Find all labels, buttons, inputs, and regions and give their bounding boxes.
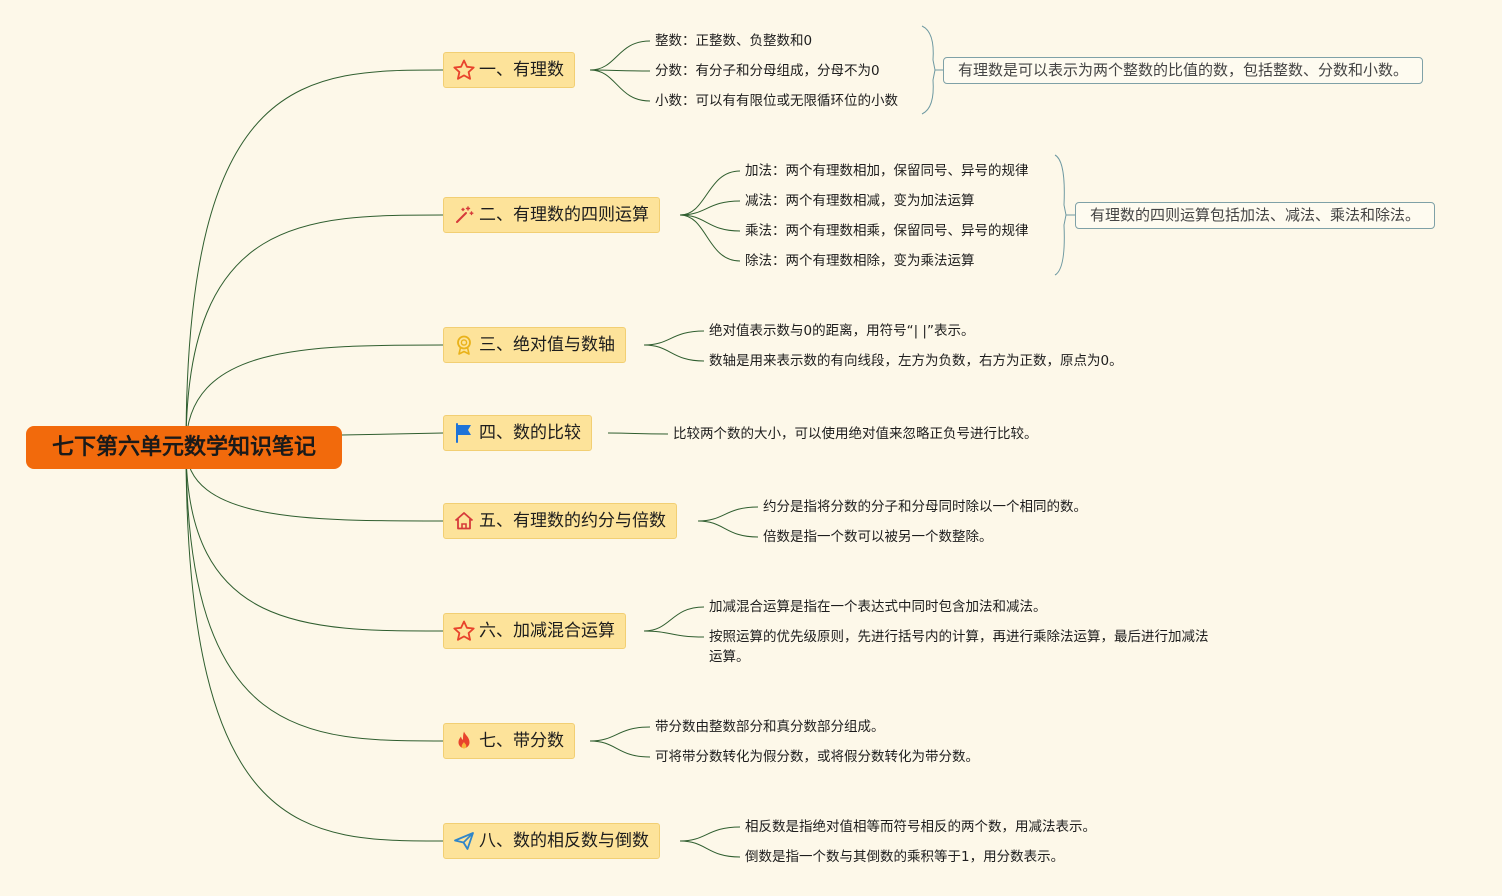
send-icon [452,829,476,853]
branch-label: 二、有理数的四则运算 [479,205,649,225]
leaf-connector-3-2 [643,344,705,362]
branch-opposite-reciprocal[interactable]: 八、数的相反数与倒数 [443,823,660,859]
branch-label: 一、有理数 [479,60,564,80]
leaf-mixed-number-conversion[interactable]: 可将带分数转化为假分数，或将假分数转化为带分数。 [655,749,979,765]
root-connector-8 [185,446,444,842]
leaf-connector-5-1 [697,506,759,522]
leaf-division[interactable]: 除法：两个有理数相除，变为乘法运算 [745,253,975,269]
award-icon [452,333,476,357]
home-icon [452,509,476,533]
root-connector-3 [185,344,444,448]
root-connector-6 [185,446,444,632]
root-connector-5 [185,446,444,522]
branch-rational-numbers[interactable]: 一、有理数 [443,52,575,88]
branch-comparison[interactable]: 四、数的比较 [443,415,592,451]
leaf-connector-2-2 [679,200,741,216]
star-icon [452,619,476,643]
leaf-number-line[interactable]: 数轴是用来表示数的有向线段，左方为负数，右方为正数，原点为0。 [709,353,1123,369]
branch-label: 七、带分数 [479,731,564,751]
leaf-multiplication[interactable]: 乘法：两个有理数相乘，保留同号、异号的规律 [745,223,1029,239]
leaf-connector-5-2 [697,520,759,538]
branch-absolute-value[interactable]: 三、绝对值与数轴 [443,327,626,363]
branch-label: 八、数的相反数与倒数 [479,831,649,851]
leaf-connector-2-1 [679,170,741,216]
branch-label: 三、绝对值与数轴 [479,335,615,355]
summary-bracket-1 [921,25,936,115]
flag-icon [452,421,476,445]
root-connector-4 [341,432,444,436]
branch-reduction-multiples[interactable]: 五、有理数的约分与倍数 [443,503,677,539]
leaf-mixed-number-parts[interactable]: 带分数由整数部分和真分数部分组成。 [655,719,885,735]
leaf-connector-8-2 [679,840,741,858]
leaf-mixed-definition[interactable]: 加减混合运算是指在一个表达式中同时包含加法和减法。 [709,599,1047,615]
leaf-addition[interactable]: 加法：两个有理数相加，保留同号、异号的规律 [745,163,1029,179]
leaf-connector-2-4 [679,214,741,262]
branch-mixed-operations[interactable]: 六、加减混合运算 [443,613,626,649]
root-connector-2 [185,214,444,448]
leaf-connector-6-2 [643,630,705,638]
star-icon [452,58,476,82]
leaf-connector-7-2 [589,740,651,758]
leaf-connector-3-1 [643,330,705,346]
branch-mixed-numbers[interactable]: 七、带分数 [443,723,575,759]
summary-four-operations[interactable]: 有理数的四则运算包括加法、减法、乘法和除法。 [1075,202,1436,229]
leaf-connector-1-1 [589,40,651,71]
leaf-decimal[interactable]: 小数：可以有有限位或无限循环位的小数 [655,93,898,109]
branch-label: 四、数的比较 [479,423,581,443]
leaf-connector-7-1 [589,726,651,742]
leaf-operation-order[interactable]: 按照运算的优先级原则，先进行括号内的计算，再进行乘除法运算，最后进行加减法运算。 [709,629,1209,665]
summary-bracket-2 [1054,154,1067,276]
leaf-reciprocal[interactable]: 倒数是指一个数与其倒数的乘积等于1，用分数表示。 [745,849,1065,865]
leaf-connector-6-1 [643,606,705,632]
branch-label: 六、加减混合运算 [479,621,615,641]
leaf-connector-1-3 [589,69,651,102]
leaf-connector-4-1 [607,432,669,435]
leaf-opposite[interactable]: 相反数是指绝对值相等而符号相反的两个数，用减法表示。 [745,819,1096,835]
magic-wand-icon [452,203,476,227]
branch-four-operations[interactable]: 二、有理数的四则运算 [443,197,660,233]
root-connector-1 [185,69,444,448]
leaf-absolute-value[interactable]: 绝对值表示数与0的距离，用符号“| |”表示。 [709,323,975,339]
leaf-connector-2-3 [679,214,741,232]
root-connector-7 [185,446,444,742]
leaf-multiple[interactable]: 倍数是指一个数可以被另一个数整除。 [763,529,993,545]
leaf-subtraction[interactable]: 减法：两个有理数相减，变为加法运算 [745,193,975,209]
leaf-comparison[interactable]: 比较两个数的大小，可以使用绝对值来忽略正负号进行比较。 [673,426,1038,442]
leaf-connector-1-2 [589,69,651,72]
leaf-reduction[interactable]: 约分是指将分数的分子和分母同时除以一个相同的数。 [763,499,1087,515]
branch-label: 五、有理数的约分与倍数 [479,511,666,531]
leaf-connector-8-1 [679,826,741,842]
fire-icon [452,729,476,753]
summary-rational-numbers[interactable]: 有理数是可以表示为两个整数的比值的数，包括整数、分数和小数。 [943,57,1424,84]
leaf-fraction[interactable]: 分数：有分子和分母组成，分母不为0 [655,63,880,79]
root-topic[interactable]: 七下第六单元数学知识笔记 [26,426,342,469]
leaf-integer[interactable]: 整数：正整数、负整数和0 [655,33,813,49]
